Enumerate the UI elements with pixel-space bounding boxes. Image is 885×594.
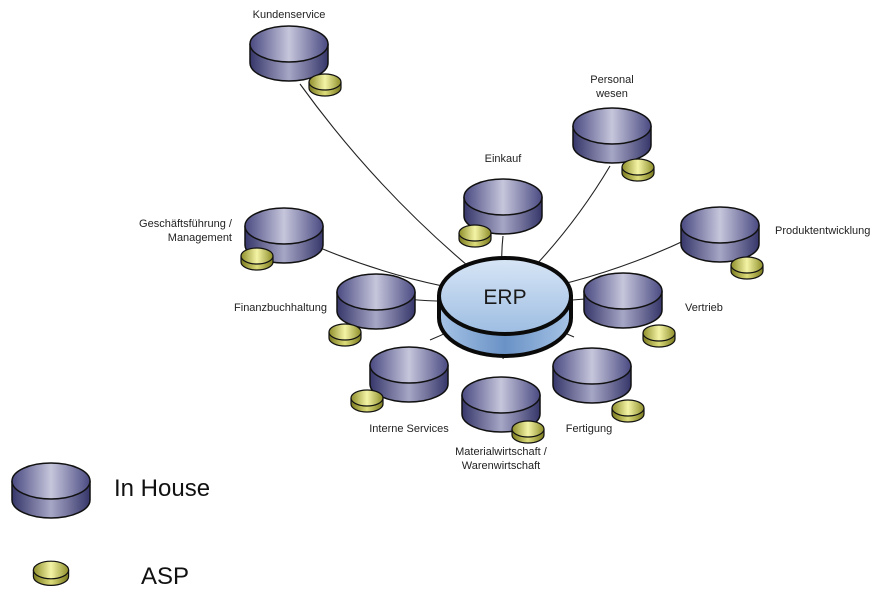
node-materialwirtschaft: Materialwirtschaft / Warenwirtschaft [455, 376, 548, 472]
asp-coin-interne-services [350, 389, 384, 413]
node-einkauf: Einkauf [458, 153, 543, 248]
legend-in-house-disk [11, 462, 91, 519]
label-materialwirtschaft: Materialwirtschaft / Warenwirtschaft [455, 446, 548, 472]
label-kundenservice: Kundenservice [253, 9, 326, 21]
erp-hub: ERP [437, 256, 573, 358]
erp-hub-label: ERP [483, 286, 526, 309]
legend-asp-label: ASP [141, 563, 189, 590]
legend-in-house-label: In House [114, 475, 210, 502]
label-personalwesen-line: Personal [590, 74, 633, 86]
label-geschaeftsfuehrung-line: Geschäftsführung / [139, 218, 233, 230]
in-house-disk-finanzbuchhaltung [336, 273, 416, 330]
label-einkauf: Einkauf [485, 153, 523, 165]
in-house-disk-produktentwicklung [680, 206, 760, 263]
asp-coin-produktentwicklung [730, 256, 764, 280]
node-geschaeftsfuehrung: Geschäftsführung / Management [139, 207, 324, 271]
in-house-disk-vertrieb [583, 272, 663, 329]
label-interne-services: Interne Services [369, 423, 449, 435]
label-einkauf-line: Einkauf [485, 153, 523, 165]
in-house-disk-interne-services [369, 346, 449, 403]
legend-asp-coin [32, 560, 70, 586]
label-geschaeftsfuehrung: Geschäftsführung / Management [139, 218, 233, 244]
node-interne-services: Interne Services [350, 346, 449, 435]
asp-coin-einkauf [458, 224, 492, 248]
asp-coin-kundenservice [308, 73, 342, 97]
node-vertrieb: Vertrieb [583, 272, 723, 348]
asp-coin-geschaeftsfuehrung [240, 247, 274, 271]
erp-hub-disk [437, 256, 573, 358]
label-produktentwicklung: Produktentwicklung [775, 225, 870, 237]
label-vertrieb: Vertrieb [685, 302, 723, 314]
label-finanzbuchhaltung-line: Finanzbuchhaltung [234, 302, 327, 314]
label-materialwirtschaft-line: Materialwirtschaft / [455, 446, 548, 458]
label-fertigung: Fertigung [566, 423, 612, 435]
label-personalwesen: Personal wesen [590, 74, 633, 100]
label-geschaeftsfuehrung-line: Management [168, 232, 232, 244]
label-vertrieb-line: Vertrieb [685, 302, 723, 314]
asp-coin-finanzbuchhaltung [328, 323, 362, 347]
label-materialwirtschaft-line: Warenwirtschaft [462, 460, 540, 472]
asp-coin-personalwesen [621, 158, 655, 182]
node-personalwesen: Personal wesen [572, 74, 655, 182]
asp-coin-vertrieb [642, 324, 676, 348]
asp-coin-materialwirtschaft [511, 420, 545, 444]
node-finanzbuchhaltung: Finanzbuchhaltung [234, 273, 416, 347]
node-kundenservice: Kundenservice [249, 9, 342, 97]
label-finanzbuchhaltung: Finanzbuchhaltung [234, 302, 327, 314]
node-fertigung: Fertigung [552, 347, 645, 435]
label-produktentwicklung-line: Produktentwicklung [775, 225, 870, 237]
node-produktentwicklung: Produktentwicklung [680, 206, 870, 280]
label-fertigung-line: Fertigung [566, 423, 612, 435]
label-kundenservice-line: Kundenservice [253, 9, 326, 21]
label-personalwesen-line: wesen [595, 88, 628, 100]
asp-coin-fertigung [611, 399, 645, 423]
in-house-disk-kundenservice [249, 25, 329, 82]
in-house-disk-fertigung [552, 347, 632, 404]
in-house-disk-einkauf [463, 178, 543, 235]
in-house-disk-personalwesen [572, 107, 652, 164]
label-interne-services-line: Interne Services [369, 423, 449, 435]
